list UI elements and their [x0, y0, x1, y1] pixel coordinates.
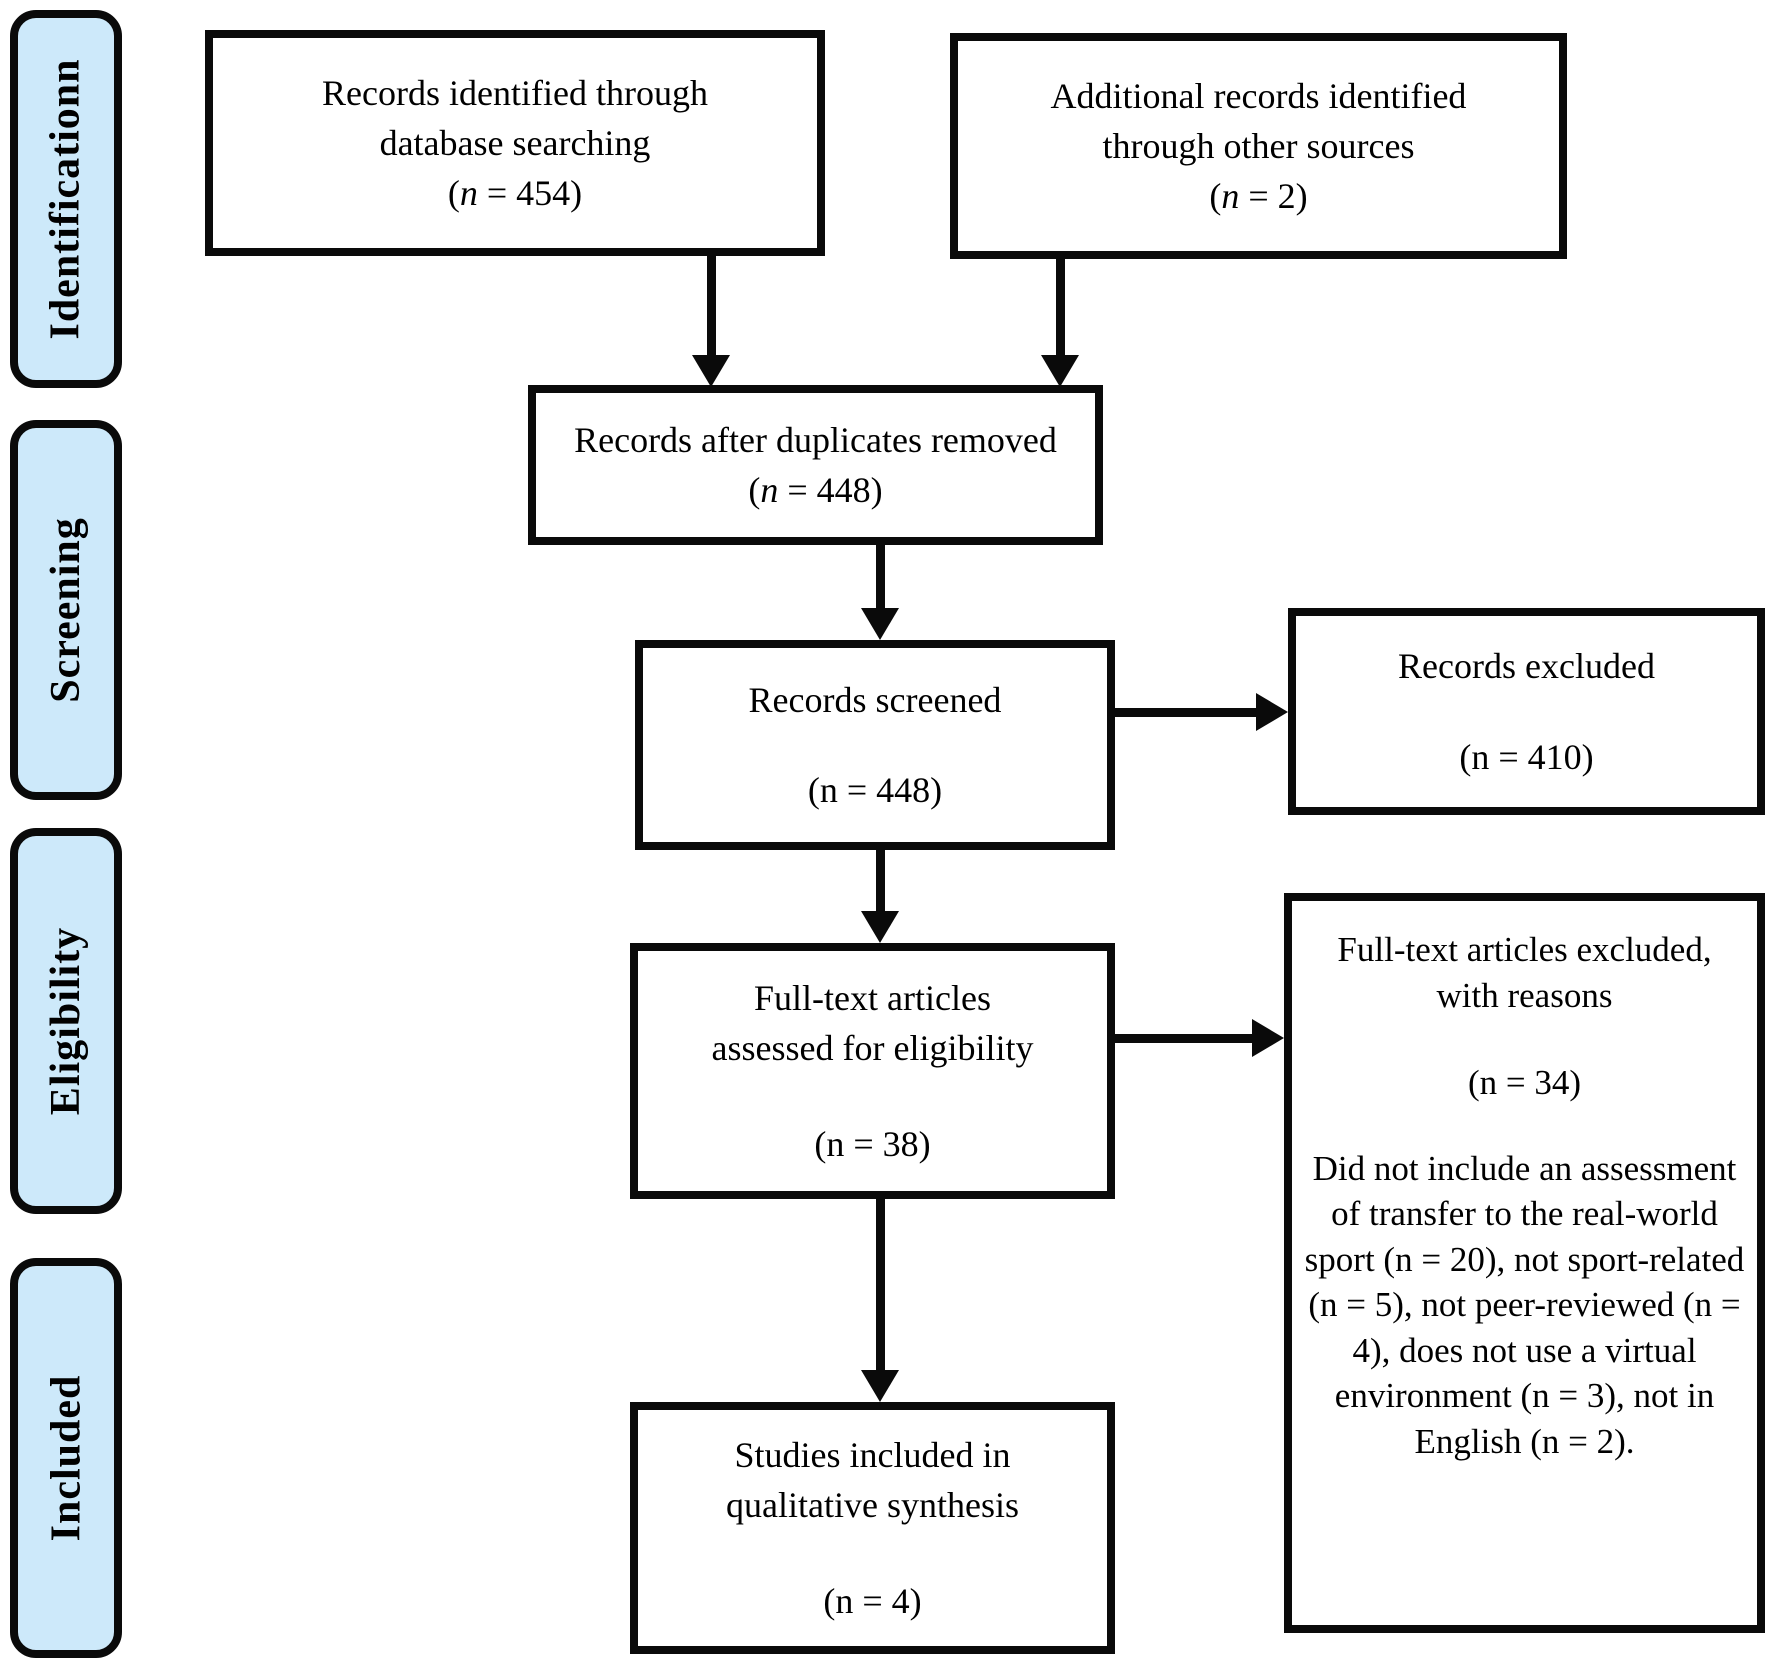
box-text-line: assessed for eligibility — [711, 1027, 1034, 1068]
stage-identification: Identificationn — [10, 10, 122, 388]
count-value: = 448) — [778, 470, 883, 510]
box-count: (n = 410) — [1459, 736, 1594, 777]
box-text-line: Records after duplicates removed — [574, 419, 1057, 460]
box-count: (n = 454) — [448, 170, 582, 216]
box-text-line: Records identified through — [322, 72, 708, 113]
box-heading: Full-text articles excluded, with reason… — [1337, 930, 1712, 1015]
count-value: = 454) — [477, 173, 583, 214]
box-count: (n = 4) — [823, 1581, 922, 1622]
box-text-line: Studies included in — [734, 1434, 1011, 1475]
arrow-line — [707, 252, 716, 360]
box-count: (n = 448) — [807, 770, 943, 810]
box-count: (n = 34) — [1467, 1063, 1582, 1102]
stage-screening: Screening — [10, 420, 122, 800]
records-screened-box: Records screened (n = 448) — [635, 640, 1115, 850]
stage-included: Included — [10, 1258, 122, 1658]
fulltext-excluded-box: Full-text articles excluded, with reason… — [1284, 893, 1765, 1633]
duplicates-removed-box: Records after duplicates removed (n = 44… — [528, 385, 1103, 545]
box-text-line: through other sources — [1102, 125, 1415, 166]
count-n: n — [459, 173, 478, 214]
box-text-line: Additional records identified — [1050, 75, 1467, 116]
box-count: (n = 38) — [814, 1124, 931, 1165]
count-open: ( — [748, 470, 761, 510]
arrow-down-icon — [1041, 355, 1079, 387]
count-open: ( — [1209, 176, 1222, 217]
records-excluded-box: Records excluded (n = 410) — [1288, 608, 1765, 815]
box-text-line: Records excluded — [1398, 646, 1655, 687]
exclusion-reasons-text: Did not include an assessment of transfe… — [1304, 1148, 1745, 1461]
arrow-line — [876, 1197, 885, 1373]
arrow-right-icon — [1252, 1019, 1284, 1057]
count-n: n — [1221, 176, 1240, 217]
arrow-line — [1113, 1034, 1255, 1043]
arrow-down-icon — [861, 911, 899, 943]
additional-records-box: Additional records identified through ot… — [950, 33, 1567, 259]
box-count: (n = 448) — [748, 467, 882, 513]
box-text-line: database searching — [379, 122, 651, 163]
box-text-line: qualitative synthesis — [726, 1484, 1019, 1525]
arrow-line — [876, 848, 885, 914]
stage-screening-label: Screening — [43, 517, 89, 703]
arrow-line — [876, 543, 885, 611]
box-text-line: Records screened — [748, 679, 1002, 720]
box-count: (n = 2) — [1209, 173, 1307, 219]
count-value: = 2) — [1239, 176, 1308, 217]
arrow-right-icon — [1256, 693, 1288, 731]
arrow-line — [1056, 255, 1065, 360]
count-n: n — [760, 470, 779, 510]
arrow-line — [1113, 708, 1261, 717]
box-text-line: Full-text articles — [754, 977, 991, 1018]
stage-eligibility-label: Eligibility — [43, 926, 89, 1116]
studies-included-box: Studies included in qualitative synthesi… — [630, 1402, 1115, 1654]
stage-included-label: Included — [43, 1374, 90, 1542]
stage-eligibility: Eligibility — [10, 828, 122, 1214]
arrow-down-icon — [692, 355, 730, 387]
stage-identification-label: Identificationn — [43, 58, 89, 340]
fulltext-assessed-box: Full-text articles assessed for eligibil… — [630, 943, 1115, 1199]
count-open: ( — [447, 173, 460, 214]
arrow-down-icon — [861, 608, 899, 640]
records-identified-box: Records identified through database sear… — [205, 30, 825, 256]
arrow-down-icon — [861, 1370, 899, 1402]
